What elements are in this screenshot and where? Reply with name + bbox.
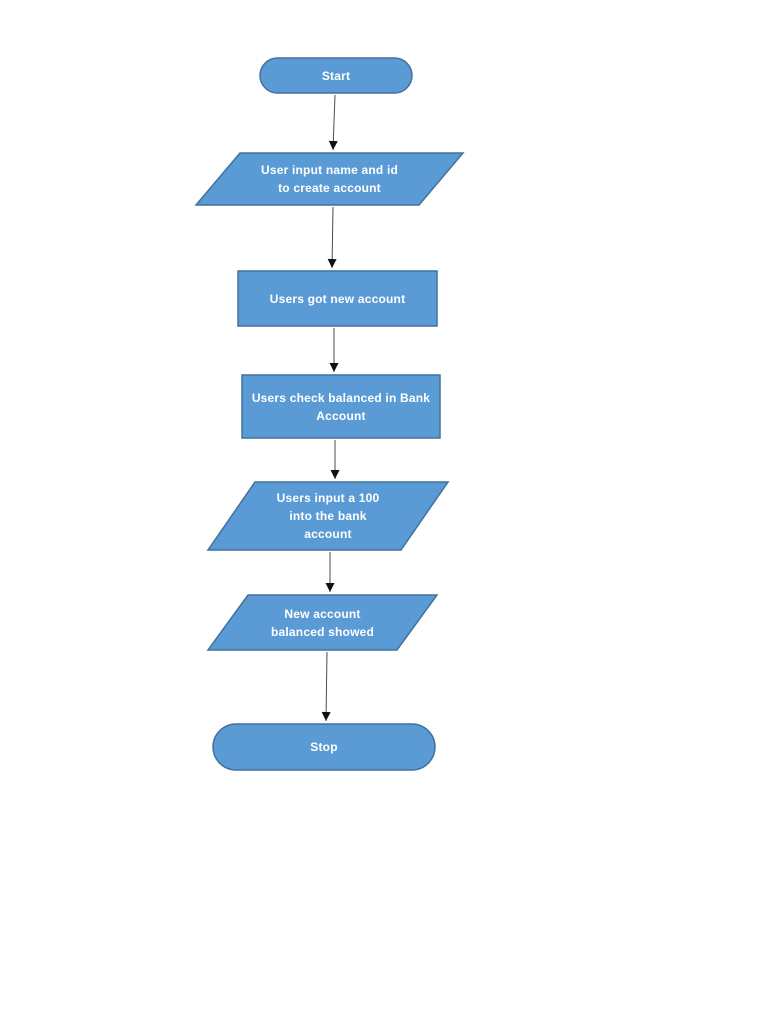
connector-start-to-input-account: [328, 94, 338, 151]
node-stop-shape: [212, 723, 436, 771]
node-start-shape: [259, 57, 413, 94]
node-new-account-balance-showed-shape: [206, 594, 439, 651]
node-users-input-100-shape: [206, 481, 450, 551]
connector-balance-showed-to-stop: [321, 651, 331, 722]
node-user-input-create-account-shape: [194, 152, 465, 206]
connector-input-account-to-got-account: [327, 206, 337, 269]
node-users-check-balance-shape: [241, 374, 441, 439]
node-users-got-new-account-shape: [237, 270, 438, 327]
